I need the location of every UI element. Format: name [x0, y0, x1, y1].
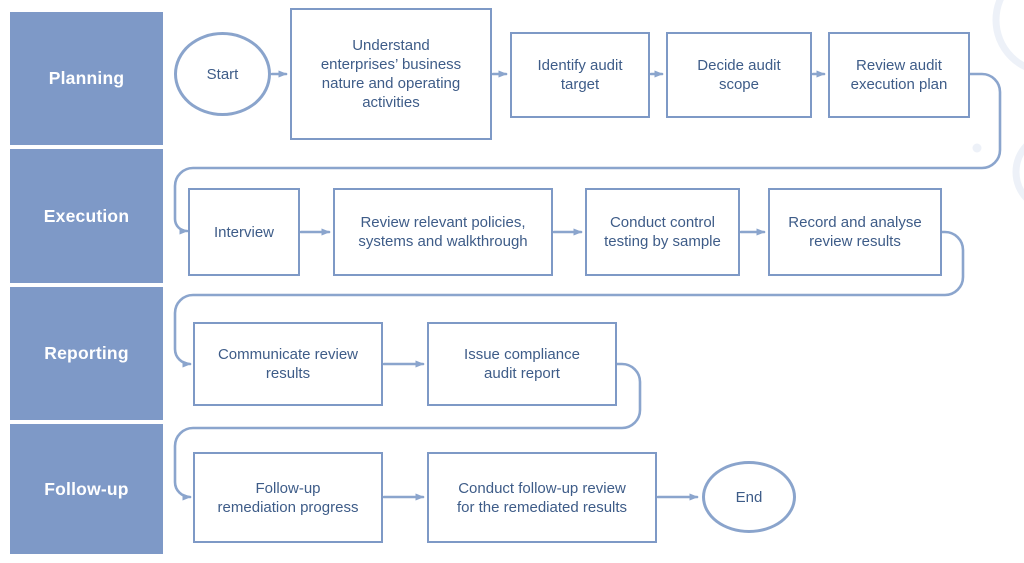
node-review-policies-label: Review relevant policies, systems and wa… [358, 214, 528, 250]
node-start: Start [174, 32, 271, 116]
node-communicate-results: Communicate review results [193, 322, 383, 406]
connector-reporting-to-followup [173, 362, 642, 501]
node-followup-remediation-label: Follow-up remediation progress [217, 479, 359, 516]
node-communicate-results-label: Communicate review results [217, 346, 359, 382]
lane-planning-label: Planning [48, 68, 125, 88]
lane-execution-label: Execution [43, 205, 130, 226]
node-conduct-followup-review: Conduct follow-up review for the remedia… [427, 452, 657, 543]
node-decide-audit-scope-label: Decide audit scope [697, 57, 781, 93]
lane-reporting-label: Reporting [44, 343, 129, 363]
lane-reporting: Reporting [10, 287, 163, 420]
node-identify-audit-target: Identify audit target [510, 32, 650, 118]
node-end: End [702, 461, 796, 533]
connector-execution-to-reporting [173, 230, 965, 368]
node-issue-audit-report-label: Issue compliance audit report [464, 346, 580, 382]
node-conduct-followup-review-label: Conduct follow-up review for the remedia… [456, 479, 628, 516]
node-record-analyse-results-label: Record and analyse review results [788, 214, 922, 250]
node-review-execution-plan: Review audit execution plan [828, 32, 970, 118]
node-record-analyse-results: Record and analyse review results [768, 188, 942, 276]
node-decide-audit-scope: Decide audit scope [666, 32, 812, 118]
lane-execution: Execution [10, 149, 163, 283]
node-interview: Interview [188, 188, 300, 276]
node-conduct-control-testing: Conduct control testing by sample [585, 188, 740, 276]
node-review-execution-plan-label: Review audit execution plan [850, 57, 948, 93]
node-review-policies: Review relevant policies, systems and wa… [333, 188, 553, 276]
node-issue-audit-report: Issue compliance audit report [427, 322, 617, 406]
node-conduct-control-testing-label: Conduct control testing by sample [604, 214, 721, 250]
lane-planning: Planning [10, 12, 163, 145]
lane-followup: Follow-up [10, 424, 163, 554]
background-decoration-dot [972, 143, 982, 153]
node-understand-business-label: Understand enterprises’ business nature … [320, 37, 462, 111]
node-followup-remediation: Follow-up remediation progress [193, 452, 383, 543]
node-identify-audit-target-label: Identify audit target [537, 57, 623, 93]
node-interview-label: Interview [213, 223, 275, 241]
connector-planning-to-execution [173, 72, 1002, 235]
node-start-label: Start [206, 65, 239, 83]
background-decoration-circles [992, 0, 1024, 201]
node-understand-business: Understand enterprises’ business nature … [290, 8, 492, 140]
node-end-label: End [735, 488, 763, 506]
lane-followup-label: Follow-up [44, 478, 129, 499]
